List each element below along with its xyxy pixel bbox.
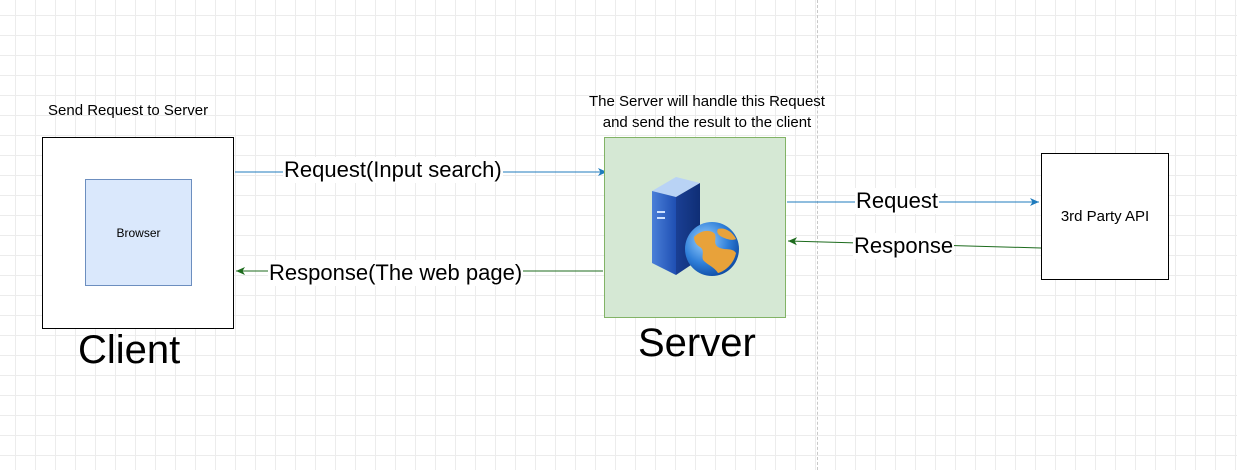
client-title: Client <box>78 328 181 372</box>
server-note: The Server will handle this Request and … <box>570 91 844 133</box>
server-note-line-1: The Server will handle this Request <box>589 93 825 110</box>
api-request-label: Request <box>855 188 939 214</box>
client-caption: Send Request to Server <box>48 102 209 119</box>
page-break-line <box>817 0 818 470</box>
browser-box[interactable]: Browser <box>85 179 192 286</box>
server-response-label: Response(The web page) <box>268 260 524 286</box>
third-party-api-label: 3rd Party API <box>1060 208 1150 225</box>
server-title: Server <box>638 321 756 365</box>
third-party-api-box[interactable]: 3rd Party API <box>1041 153 1169 280</box>
client-request-label: Request(Input search) <box>283 157 503 183</box>
api-response-label: Response <box>853 233 955 259</box>
browser-label: Browser <box>116 225 161 240</box>
server-globe-icon <box>652 177 739 276</box>
server-note-line-2: and send the result to the client <box>602 114 812 131</box>
